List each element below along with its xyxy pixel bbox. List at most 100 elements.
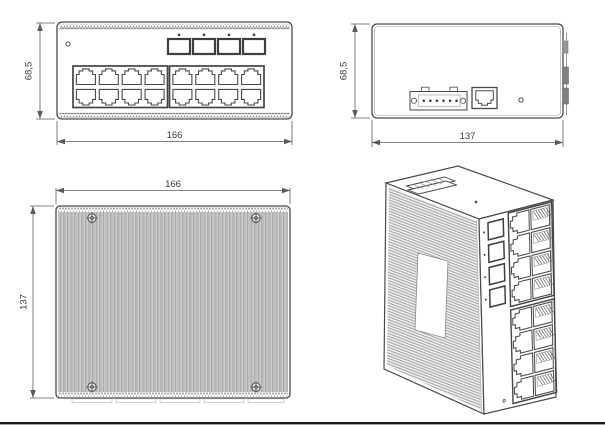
rj45-port [510, 255, 532, 280]
rj45-pin-line [547, 374, 553, 383]
rj45-pin-line [541, 255, 548, 263]
rj45-pin-block [532, 207, 548, 221]
sfp-led-dot [252, 33, 256, 37]
sfp-slot [216, 37, 242, 56]
rj45-pin-line [538, 330, 545, 339]
foot-tab [159, 398, 201, 403]
ground-screw-icon [518, 97, 524, 103]
rj45-pin-line [543, 208, 549, 217]
rj45-pin-line [538, 307, 544, 316]
sfp-slot [191, 37, 217, 56]
front-height-label: 68,5 [24, 62, 35, 81]
terminal-pin [442, 99, 445, 103]
rj45-pin-line [533, 211, 539, 219]
sfp-led-dot [484, 276, 487, 279]
rj45-pin-line [544, 352, 550, 360]
foot-tab [247, 398, 285, 403]
rj45-port [75, 88, 96, 106]
rj45-pin-line [547, 276, 553, 285]
rj45-pin-line [539, 255, 545, 264]
front-sfp-slots [166, 33, 267, 56]
front-width-dimension: 166 [56, 121, 293, 145]
rj45-pin-line [550, 373, 556, 382]
rj45-pin-line [548, 304, 554, 313]
rj45-pin-line [535, 210, 542, 219]
fin-serration [58, 392, 288, 397]
rj45-pin-block [533, 253, 550, 267]
rj45-port [241, 88, 262, 106]
side-panel-chamfer [374, 26, 561, 116]
rj45-pin-line [536, 331, 542, 339]
rj45-pin-line [545, 277, 551, 286]
top-fin-serration [59, 23, 290, 29]
terminal-pins [422, 99, 458, 103]
screw-center [254, 216, 258, 220]
front-width-label: 166 [167, 130, 183, 141]
rj45-port [172, 88, 193, 106]
rj45-pin-line [542, 375, 548, 384]
status-led-icon [65, 41, 71, 47]
rj45-pin-line [543, 329, 550, 337]
rj45-jack-icon [475, 90, 494, 106]
terminal-pin [422, 99, 426, 103]
rj45-pin-line [546, 351, 553, 360]
rj45-port [121, 68, 142, 86]
rj45-port [195, 68, 216, 86]
terminal-divider [419, 182, 430, 188]
rj45-port [512, 329, 533, 354]
top-width-label: 166 [165, 179, 181, 190]
rj45-pin-line [544, 375, 551, 383]
heatsink-fins [58, 212, 288, 392]
sfp-slot [166, 37, 192, 56]
rj45-port [513, 352, 534, 377]
side-height-label: 68,5 [339, 62, 350, 81]
iso-port-panel [483, 200, 558, 405]
sfp-slot [241, 37, 267, 56]
rj45-port [511, 278, 532, 303]
rj45-group-frame [168, 65, 265, 109]
top-width-dimension: 166 [55, 179, 291, 204]
rj45-pin-line [541, 352, 548, 361]
sfp-slot [487, 240, 505, 264]
terminal-tab [421, 86, 430, 92]
foot-tab [115, 398, 157, 403]
rj45-pin-line [546, 328, 552, 337]
front-view: 68,5 166 [24, 21, 293, 145]
terminal-divider [431, 179, 443, 185]
rj45-port [241, 68, 262, 86]
rj45-pin-block [535, 304, 551, 318]
rj45-pin-line [546, 230, 552, 239]
rj45-port [510, 232, 531, 257]
side-width-dimension: 137 [371, 120, 564, 147]
rj45-pin-line [539, 376, 546, 385]
rj45-pin-line [539, 278, 546, 287]
rj45-pin-line [536, 233, 542, 242]
terminal-screw-icon [410, 97, 417, 104]
rj45-port [75, 68, 96, 86]
rj45-pin-line [548, 327, 555, 336]
side-width-label: 137 [460, 131, 476, 142]
foot-tab [203, 398, 245, 403]
screw-center [254, 385, 258, 389]
rj45-pin-line [536, 256, 543, 265]
rj45-port [121, 88, 142, 106]
rj45-port [144, 68, 165, 86]
terminal-pin [435, 99, 439, 103]
rj45-pin-line [534, 257, 540, 265]
sfp-led-dot [202, 33, 206, 37]
terminal-screw-icon [459, 97, 466, 104]
rj45-pin-block [536, 373, 553, 387]
rj45-port [144, 88, 165, 106]
rj45-pin-line [541, 329, 547, 338]
rj45-pin-line [541, 232, 547, 240]
front-rj45-ports [72, 65, 265, 109]
rj45-pin-line [534, 280, 541, 288]
sfp-led-dot [227, 33, 231, 37]
top-view: 166 137 [19, 179, 291, 403]
corner-screws [86, 212, 262, 393]
rj45-pin-block [533, 230, 549, 244]
rj45-port [218, 68, 239, 86]
terminal-pin [448, 99, 452, 103]
